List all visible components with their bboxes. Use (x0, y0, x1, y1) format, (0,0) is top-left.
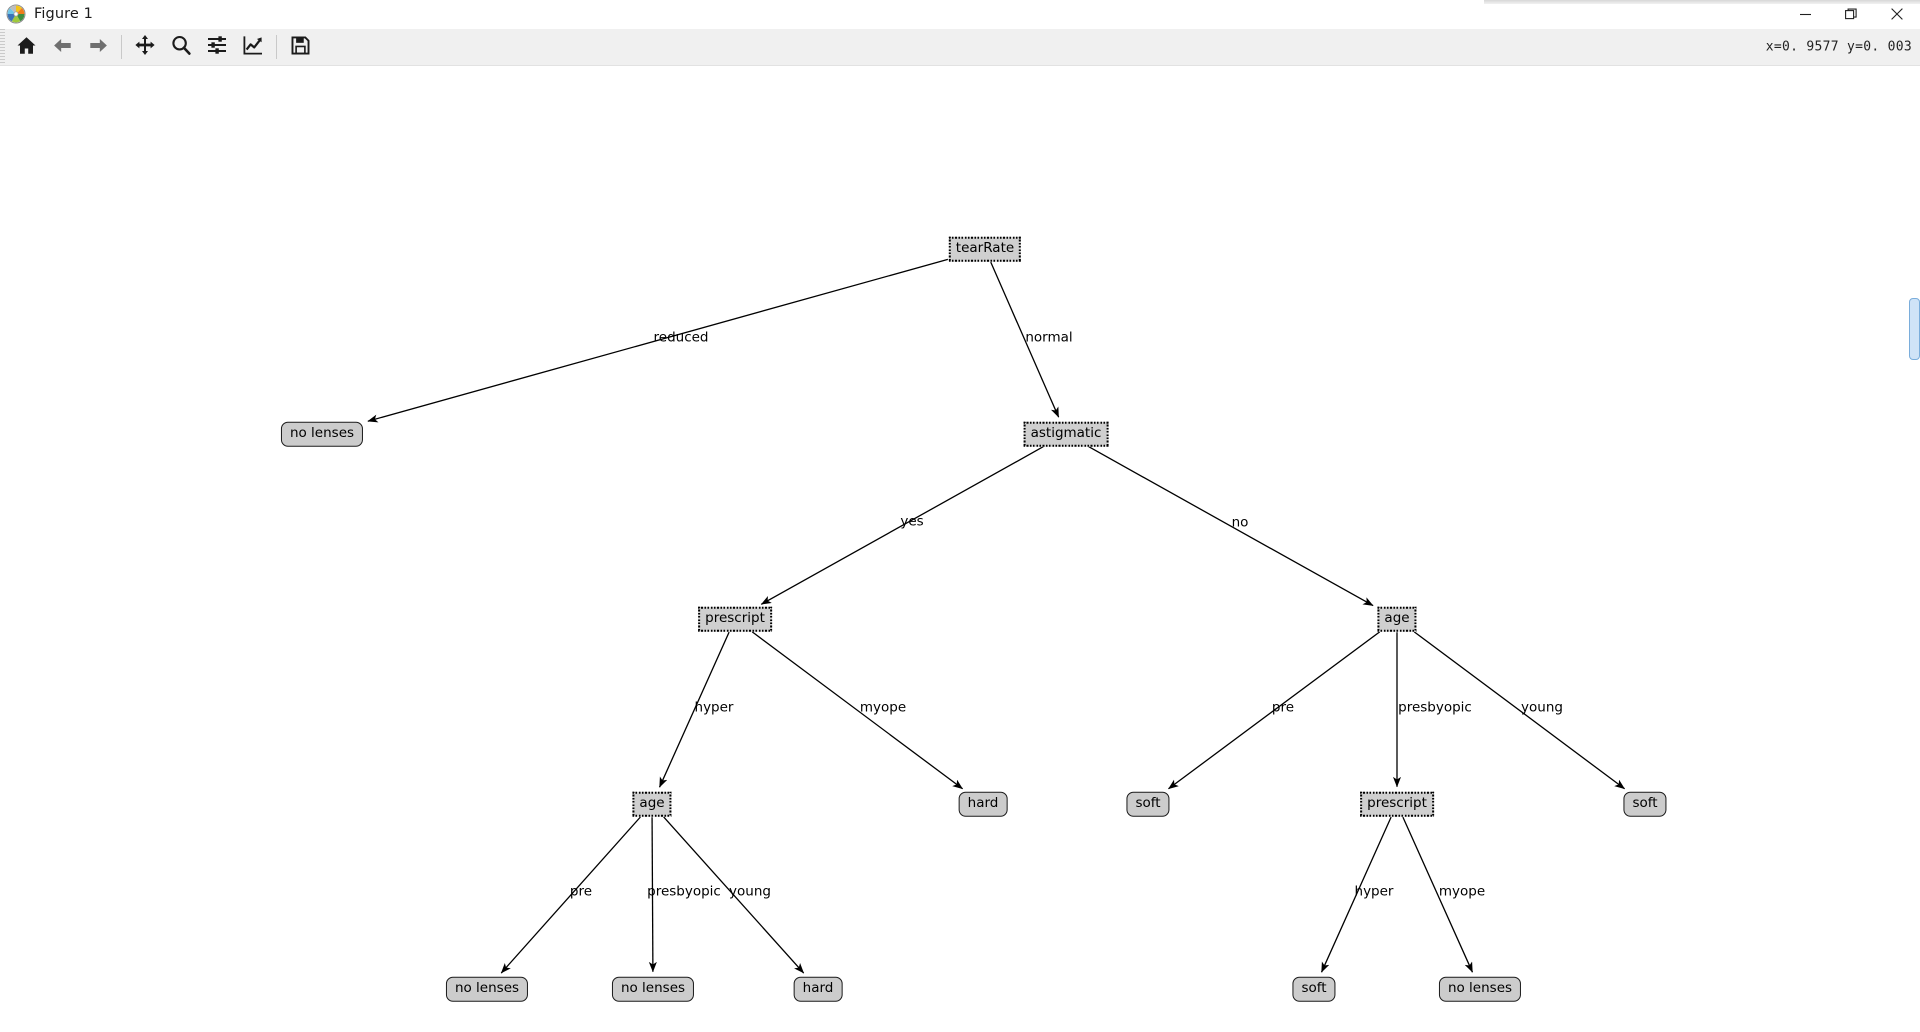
toolbar-separator-2 (276, 35, 277, 59)
leaf-node-hard: hard (793, 976, 843, 1002)
minimize-button[interactable] (1782, 0, 1828, 28)
decision-node-prescript: prescript (1360, 792, 1434, 817)
tree-edge-n8-n13 (1320, 816, 1392, 973)
toolbar-grip-handle[interactable] (0, 29, 5, 65)
edge-label-presbyopic: presbyopic (1398, 699, 1472, 716)
tree-edge-n2-n3 (760, 446, 1044, 605)
window-titlebar: Figure 1 (0, 0, 1920, 29)
decision-node-age: age (632, 792, 671, 817)
edge-label-pre: pre (1271, 699, 1295, 716)
edge-label-reduced: reduced (653, 329, 709, 346)
window-controls (1782, 0, 1920, 28)
edge-label-normal: normal (1025, 329, 1073, 346)
tree-edge-n0-n1 (367, 258, 949, 423)
tree-edge-n4-n9 (1413, 631, 1625, 790)
magnifier-icon (170, 34, 192, 60)
edge-label-no: no (1231, 514, 1249, 531)
tree-edge-n8-n14 (1402, 816, 1474, 973)
leaf-node-no-lenses: no lenses (611, 976, 695, 1002)
figure-toolbar: x=0. 9577 y=0. 003 (0, 29, 1920, 66)
window-title: Figure 1 (34, 6, 93, 22)
leaf-node-soft: soft (1292, 976, 1336, 1002)
matplotlib-logo-icon (6, 4, 26, 24)
background-window-edge (1484, 0, 1920, 4)
toolbar-separator-1 (121, 35, 122, 59)
back-button[interactable] (45, 31, 79, 63)
forward-button[interactable] (81, 31, 115, 63)
edge-label-hyper: hyper (694, 699, 734, 716)
figure-canvas[interactable]: tearRate no lenses astigmatic prescript age a… (0, 66, 1920, 1032)
edge-label-young: young (1521, 699, 1563, 716)
leaf-node-soft: soft (1623, 791, 1667, 817)
tree-edge-n3-n6 (751, 631, 963, 790)
tree-edge-n5-n10 (500, 816, 641, 974)
edge-label-pre: pre (569, 883, 593, 900)
home-icon (16, 35, 37, 60)
edge-label-yes: yes (900, 513, 924, 530)
leaf-node-no-lenses: no lenses (280, 421, 364, 447)
pan-button[interactable] (128, 31, 162, 63)
decision-node-astigmatic: astigmatic (1024, 422, 1109, 447)
arrow-left-icon (52, 35, 73, 60)
configure-button[interactable] (200, 31, 234, 63)
decision-node-age: age (1377, 607, 1416, 632)
close-button[interactable] (1874, 0, 1920, 28)
decision-node-prescript: prescript (698, 607, 772, 632)
zoom-button[interactable] (164, 31, 198, 63)
tree-edge-n0-n2 (990, 261, 1060, 418)
decision-node-tearRate: tearRate (949, 237, 1021, 262)
floppy-disk-icon (290, 35, 311, 60)
move-cross-icon (134, 34, 156, 60)
vertical-scrollbar-thumb[interactable] (1909, 298, 1920, 360)
home-button[interactable] (9, 31, 43, 63)
edge-label-myope: myope (859, 699, 907, 716)
edge-label-young: young (729, 883, 771, 900)
edge-label-presbyopic: presbyopic (647, 883, 721, 900)
sliders-icon (206, 34, 228, 60)
coordinate-readout: x=0. 9577 y=0. 003 (1765, 39, 1912, 55)
leaf-node-soft: soft (1126, 791, 1170, 817)
tree-edge-n3-n5 (658, 631, 730, 788)
edge-label-hyper: hyper (1354, 883, 1394, 900)
line-chart-icon (242, 34, 264, 60)
decision-tree-edges (367, 258, 1625, 974)
tree-edge-n5-n11 (648, 817, 657, 973)
leaf-node-no-lenses: no lenses (1438, 976, 1522, 1002)
maximize-button[interactable] (1828, 0, 1874, 28)
leaf-node-hard: hard (958, 791, 1008, 817)
tree-edge-n5-n12 (663, 816, 805, 974)
edit-axis-button[interactable] (236, 31, 270, 63)
tree-edge-n4-n7 (1168, 631, 1381, 790)
arrow-right-icon (88, 35, 109, 60)
leaf-node-no-lenses: no lenses (445, 976, 529, 1002)
edge-label-myope: myope (1438, 883, 1486, 900)
save-button[interactable] (283, 31, 317, 63)
tree-edge-n2-n4 (1088, 446, 1374, 607)
